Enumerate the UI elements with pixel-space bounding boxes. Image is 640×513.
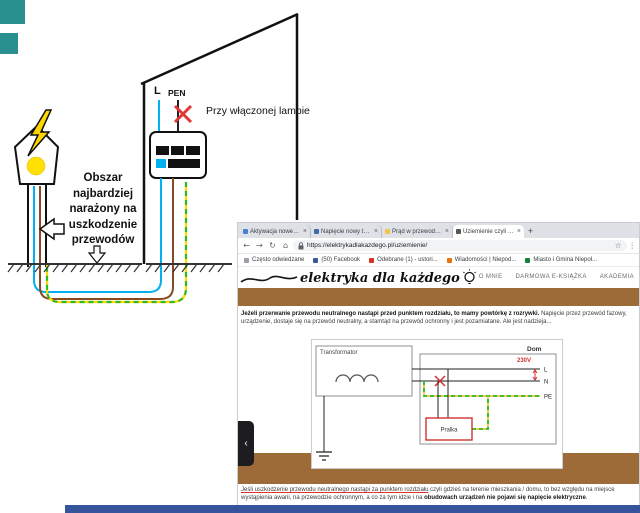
paragraph-2-mid: czyli gdzieś na terenie mieszkania / dom… — [241, 487, 615, 501]
paragraph-1: Jeżeli przerwanie przewodu neutralnego n… — [241, 310, 637, 326]
browser-window: Aktywacja nowego konta - Wi × Napięcie n… — [237, 222, 640, 506]
back-icon[interactable]: ← — [243, 241, 250, 250]
browser-tab-4-active[interactable]: Uziemienie czyli o elektryka ho × — [453, 225, 524, 238]
url-text: https://elektrykadlakazdego.pl/uziemieni… — [307, 242, 428, 249]
tab-bar: Aktywacja nowego konta - Wi × Napięcie n… — [238, 223, 639, 238]
bookmark-item[interactable]: Odebrane (1) - ustori... — [369, 257, 438, 263]
paragraph-2-bold: obudowach urządzeń nie pojawi się napięc… — [424, 495, 586, 501]
paragraph-2: Jeśli uszkodzenie przewodu neutralnego n… — [241, 486, 637, 502]
paragraph-2-end: . — [585, 495, 588, 501]
bookmark-favicon — [369, 257, 375, 263]
appliance-label: Pralka — [440, 428, 458, 434]
lightbulb-icon — [462, 268, 476, 284]
lightning-bolt-icon — [27, 109, 53, 157]
left-arrow-icon — [38, 217, 65, 241]
bookmark-star-icon[interactable]: ☆ — [614, 241, 622, 250]
tab-favicon — [314, 229, 319, 234]
transformer-label: Transformator — [320, 350, 357, 356]
teal-square-2 — [0, 33, 18, 54]
bookmark-label: Wiadomości | Niepod... — [454, 257, 517, 263]
ground-hatching — [7, 263, 232, 273]
bookmark-item[interactable]: Miasto i Gmina Niepoł... — [525, 257, 597, 263]
close-icon[interactable]: × — [444, 228, 449, 235]
close-icon[interactable]: × — [373, 228, 378, 235]
browser-toolbar: ← → ↻ ⌂ https://elektrykadlakazdego.pl/u… — [238, 238, 639, 254]
voltage-label: 230V — [517, 358, 531, 364]
site-nav: O MNIE DARMOWA E-KSIĄŻKA AKADEMIA — [479, 274, 634, 280]
tab-title: Prąd w przewodzie neutralnym — [392, 228, 443, 235]
teal-square-1 — [0, 0, 25, 24]
tab-title: Aktywacja nowego konta - Wi — [250, 228, 301, 235]
label-l: L — [154, 85, 161, 97]
close-icon[interactable]: × — [302, 228, 307, 235]
reload-icon[interactable]: ↻ — [269, 241, 276, 250]
bookmark-favicon — [313, 257, 319, 263]
forward-icon[interactable]: → — [256, 241, 263, 250]
junction-box — [149, 131, 207, 179]
paragraph-1-rest: Napięcie przez przewód fazowy, urządzeni… — [241, 311, 627, 325]
new-tab-button[interactable]: + — [527, 226, 534, 236]
schematic-panel: Transformator Dom 230V L — [311, 339, 563, 469]
overhead-lines — [158, 100, 179, 132]
bookmark-favicon — [525, 257, 531, 263]
panel-handle[interactable]: ‹ — [238, 421, 254, 466]
site-logo-text: elektryka dla każdego — [300, 270, 460, 286]
site-logo[interactable]: elektryka dla każdego — [240, 268, 477, 288]
browser-tab-2[interactable]: Napięcie nowy temat - elektryka × — [311, 225, 382, 238]
lock-icon — [298, 241, 304, 249]
tab-title: Uziemienie czyli o elektryka ho — [463, 228, 515, 235]
coil-icon — [335, 374, 379, 383]
close-icon[interactable]: × — [516, 228, 521, 235]
house-outline — [140, 12, 299, 264]
earth-ground-icon — [316, 396, 332, 461]
tab-favicon — [385, 229, 390, 234]
bookmarks-bar: Często odwiedzane (50) Facebook Odebrane… — [238, 254, 639, 267]
house-box — [419, 353, 557, 445]
lamp-on-note: Przy włączonej lampie — [206, 105, 310, 117]
wire-n-label: N — [544, 380, 548, 386]
site-content: elektryka dla każdego O MNIE DARMOWA E-K… — [238, 267, 639, 506]
underground-wires — [33, 178, 188, 304]
menu-icon[interactable]: ⋮ — [628, 241, 637, 250]
logo-squiggle-icon — [240, 275, 298, 283]
browser-tab-1[interactable]: Aktywacja nowego konta - Wi × — [240, 225, 311, 238]
nav-item-akademia[interactable]: AKADEMIA — [599, 274, 634, 280]
bookmark-label: (50) Facebook — [321, 257, 361, 263]
bookmark-label: Odebrane (1) - ustori... — [377, 257, 438, 263]
bookmark-favicon — [446, 257, 452, 263]
appliance-box — [425, 417, 473, 441]
voltage-arrow-icon — [532, 369, 538, 381]
tab-favicon — [456, 229, 461, 234]
taskbar-strip — [65, 505, 640, 513]
wire-pe-label: PE — [544, 395, 552, 401]
house-label: Dom — [527, 346, 542, 353]
tab-favicon — [243, 229, 248, 234]
down-arrow-icon — [87, 245, 107, 264]
bookmark-label: Miasto i Gmina Niepoł... — [533, 257, 598, 263]
label-pen: PEN — [168, 88, 186, 98]
home-icon[interactable]: ⌂ — [282, 241, 289, 250]
address-bar[interactable]: https://elektrykadlakazdego.pl/uziemieni… — [293, 240, 627, 251]
nav-item-ebook[interactable]: DARMOWA E-KSIĄŻKA — [515, 274, 587, 280]
browser-tab-3[interactable]: Prąd w przewodzie neutralnym × — [382, 225, 453, 238]
bookmark-favicon — [244, 257, 249, 263]
bookmark-label: Często odwiedzane — [252, 257, 305, 263]
street-lamp — [13, 109, 60, 267]
wire-l-label: L — [544, 368, 548, 374]
bookmark-item[interactable]: (50) Facebook — [313, 257, 360, 263]
schematic-fault-x-icon — [434, 375, 446, 387]
bookmark-item[interactable]: Często odwiedzane — [244, 257, 304, 263]
paragraph-1-bold: Jeżeli przerwanie przewodu neutralnego n… — [241, 311, 540, 317]
fault-x-icon — [173, 104, 193, 124]
paragraph-2-underlined: Jeśli uszkodzenie przewodu neutralnego n… — [241, 487, 429, 493]
tab-title: Napięcie nowy temat - elektryka — [321, 228, 372, 235]
hand-drawn-diagram — [7, 12, 299, 304]
transformer-box — [315, 345, 413, 397]
bookmark-item[interactable]: Wiadomości | Niepod... — [446, 257, 517, 263]
header-image-strip — [238, 288, 639, 306]
schematic-drawing: Transformator Dom 230V L — [315, 345, 557, 461]
exposed-area-note: Obszar najbardziej narażony na uszkodzen… — [68, 172, 138, 246]
nav-item-o-mnie[interactable]: O MNIE — [478, 274, 503, 280]
